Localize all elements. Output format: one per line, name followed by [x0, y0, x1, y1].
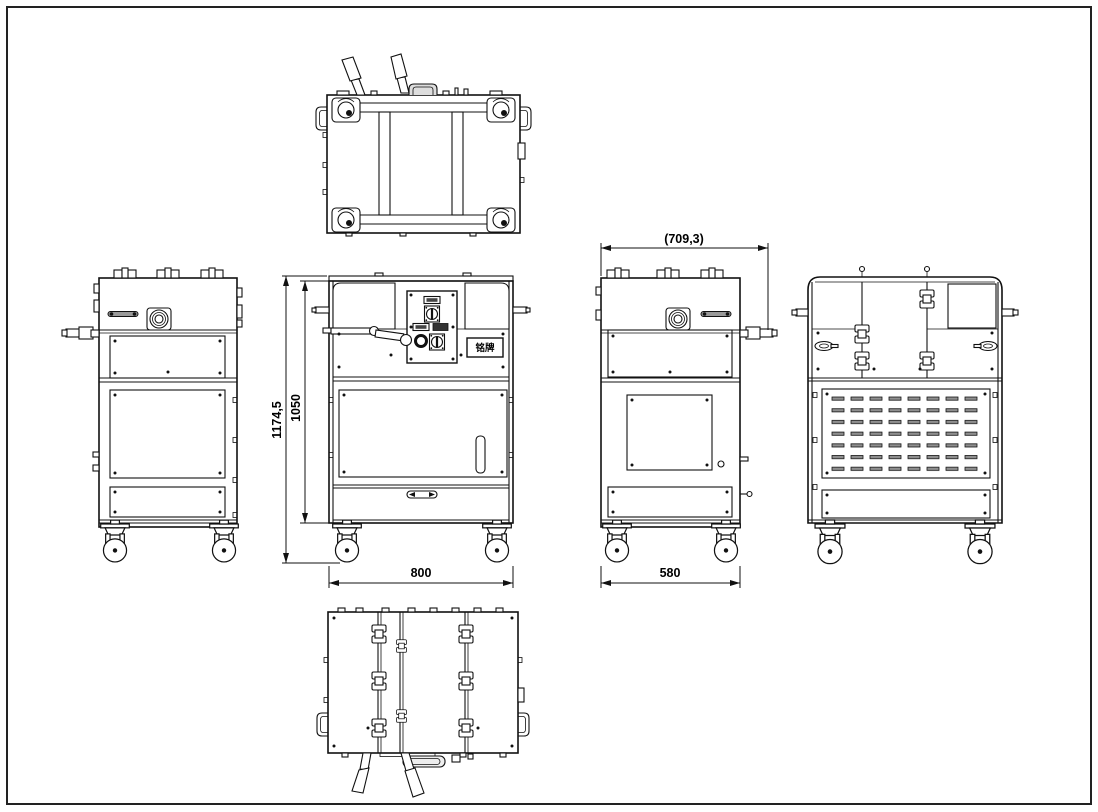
clamp-lever-2	[390, 53, 410, 94]
front-clamp-lever	[322, 325, 413, 347]
warning-label	[432, 323, 449, 331]
dim-overall-height: 1174,5	[270, 275, 340, 564]
dim-side-overall-depth: (709,3)	[600, 232, 769, 330]
top-clamp	[200, 267, 224, 279]
rotary-switch-1[interactable]	[423, 305, 441, 323]
caster-swivel-bottom-right	[486, 207, 516, 233]
dim-side-depth: 580	[600, 566, 741, 588]
caster-swivel-bottom-left	[331, 207, 361, 233]
louver-grid	[831, 396, 983, 478]
clamp-lever-1	[351, 752, 372, 794]
bottom-view	[316, 607, 530, 798]
right-side-view	[595, 267, 778, 563]
switch-label	[412, 322, 430, 332]
lower-rear-panel	[821, 489, 991, 519]
right-shoulder-cover	[464, 282, 510, 330]
side-clamp-lever	[61, 326, 100, 340]
lower-side-panel	[109, 486, 226, 518]
left-shoulder-cover	[332, 282, 396, 330]
top-clamp	[113, 267, 137, 279]
lift-handle	[408, 83, 438, 95]
left-side-view	[61, 267, 243, 563]
door-pull-slot[interactable]	[475, 435, 486, 474]
side-clamp-lever	[739, 326, 778, 340]
control-panel	[406, 290, 458, 364]
top-clamp	[700, 267, 724, 279]
vent-slot-handle	[700, 311, 732, 317]
top-clamp	[606, 267, 630, 279]
vent-slot-handle	[107, 311, 139, 317]
top-clamp	[656, 267, 680, 279]
drain-hole	[717, 460, 725, 468]
nameplate-label: 铭牌	[475, 342, 495, 354]
rotary-switch-2[interactable]	[428, 333, 446, 351]
dim-cabinet-height: 1050	[289, 280, 333, 524]
dim-overall-height-label: 1174,5	[270, 401, 284, 439]
lower-side-panel	[607, 486, 733, 518]
caster-swivel-top-left	[331, 97, 361, 123]
clamp-lever-1	[341, 56, 366, 96]
front-view: 铭牌	[311, 272, 531, 563]
dim-side-depth-label: 580	[660, 566, 681, 580]
caster-swivel-top-right	[486, 97, 516, 123]
rear-top-door	[947, 283, 997, 329]
inspection-window-panel	[626, 394, 713, 471]
dim-cabinet-height-label: 1050	[289, 394, 303, 422]
dim-front-width: 800	[328, 566, 514, 588]
front-door-panel[interactable]	[338, 389, 508, 478]
exhaust-port	[665, 307, 691, 331]
dim-side-overall-depth-label: (709,3)	[664, 232, 704, 246]
clamp-lever-2	[400, 752, 425, 798]
main-side-panel	[109, 389, 226, 479]
rear-view	[791, 265, 1019, 565]
top-view	[315, 53, 532, 237]
upper-access-panel	[607, 329, 733, 378]
top-clamp	[156, 267, 180, 279]
dim-front-width-label: 800	[411, 566, 432, 580]
indicator-label	[423, 295, 441, 305]
dust-drawer[interactable]	[406, 490, 438, 499]
nameplate: 铭牌	[466, 337, 504, 358]
exhaust-port	[146, 307, 172, 331]
push-button[interactable]	[414, 334, 428, 348]
